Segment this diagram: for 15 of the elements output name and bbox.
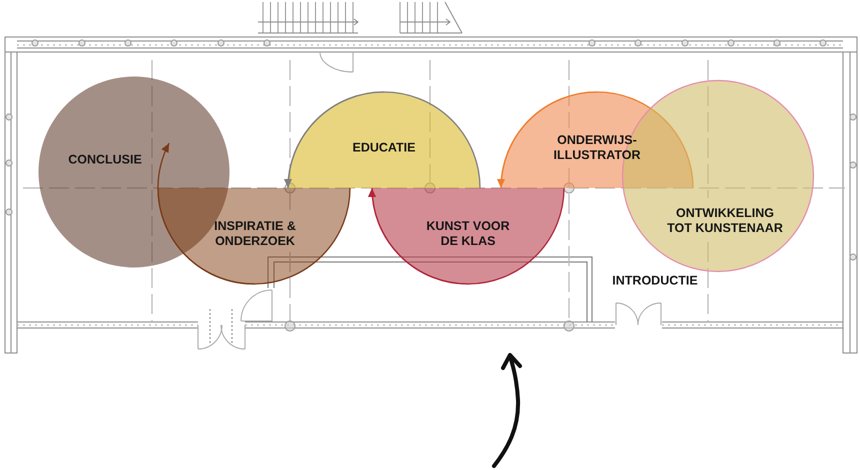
- stage-label: ONTWIKKELING TOT KUNSTENAAR: [666, 206, 784, 236]
- flow-arrow: [157, 142, 254, 285]
- area-label: INTRODUCTIE: [612, 274, 698, 288]
- stage-label: INSPIRATIE & ONDERZOEK: [213, 219, 297, 249]
- flow-arrow: [368, 188, 468, 285]
- stage-label: EDUCATIE: [352, 140, 416, 156]
- stage-label: CONCLUSIE: [68, 152, 142, 168]
- phase-semicircle: [501, 92, 693, 188]
- stage-label: KUNST VOOR DE KLAS: [425, 219, 511, 249]
- phase-semicircle: [288, 92, 480, 188]
- flow-arrow: [284, 91, 384, 188]
- phase-semicircle: [158, 188, 350, 284]
- flow-arrow: [498, 91, 598, 188]
- stage-label: ONDERWIJS-ILLUSTRATOR: [552, 133, 642, 163]
- phase-semicircle: [372, 188, 564, 284]
